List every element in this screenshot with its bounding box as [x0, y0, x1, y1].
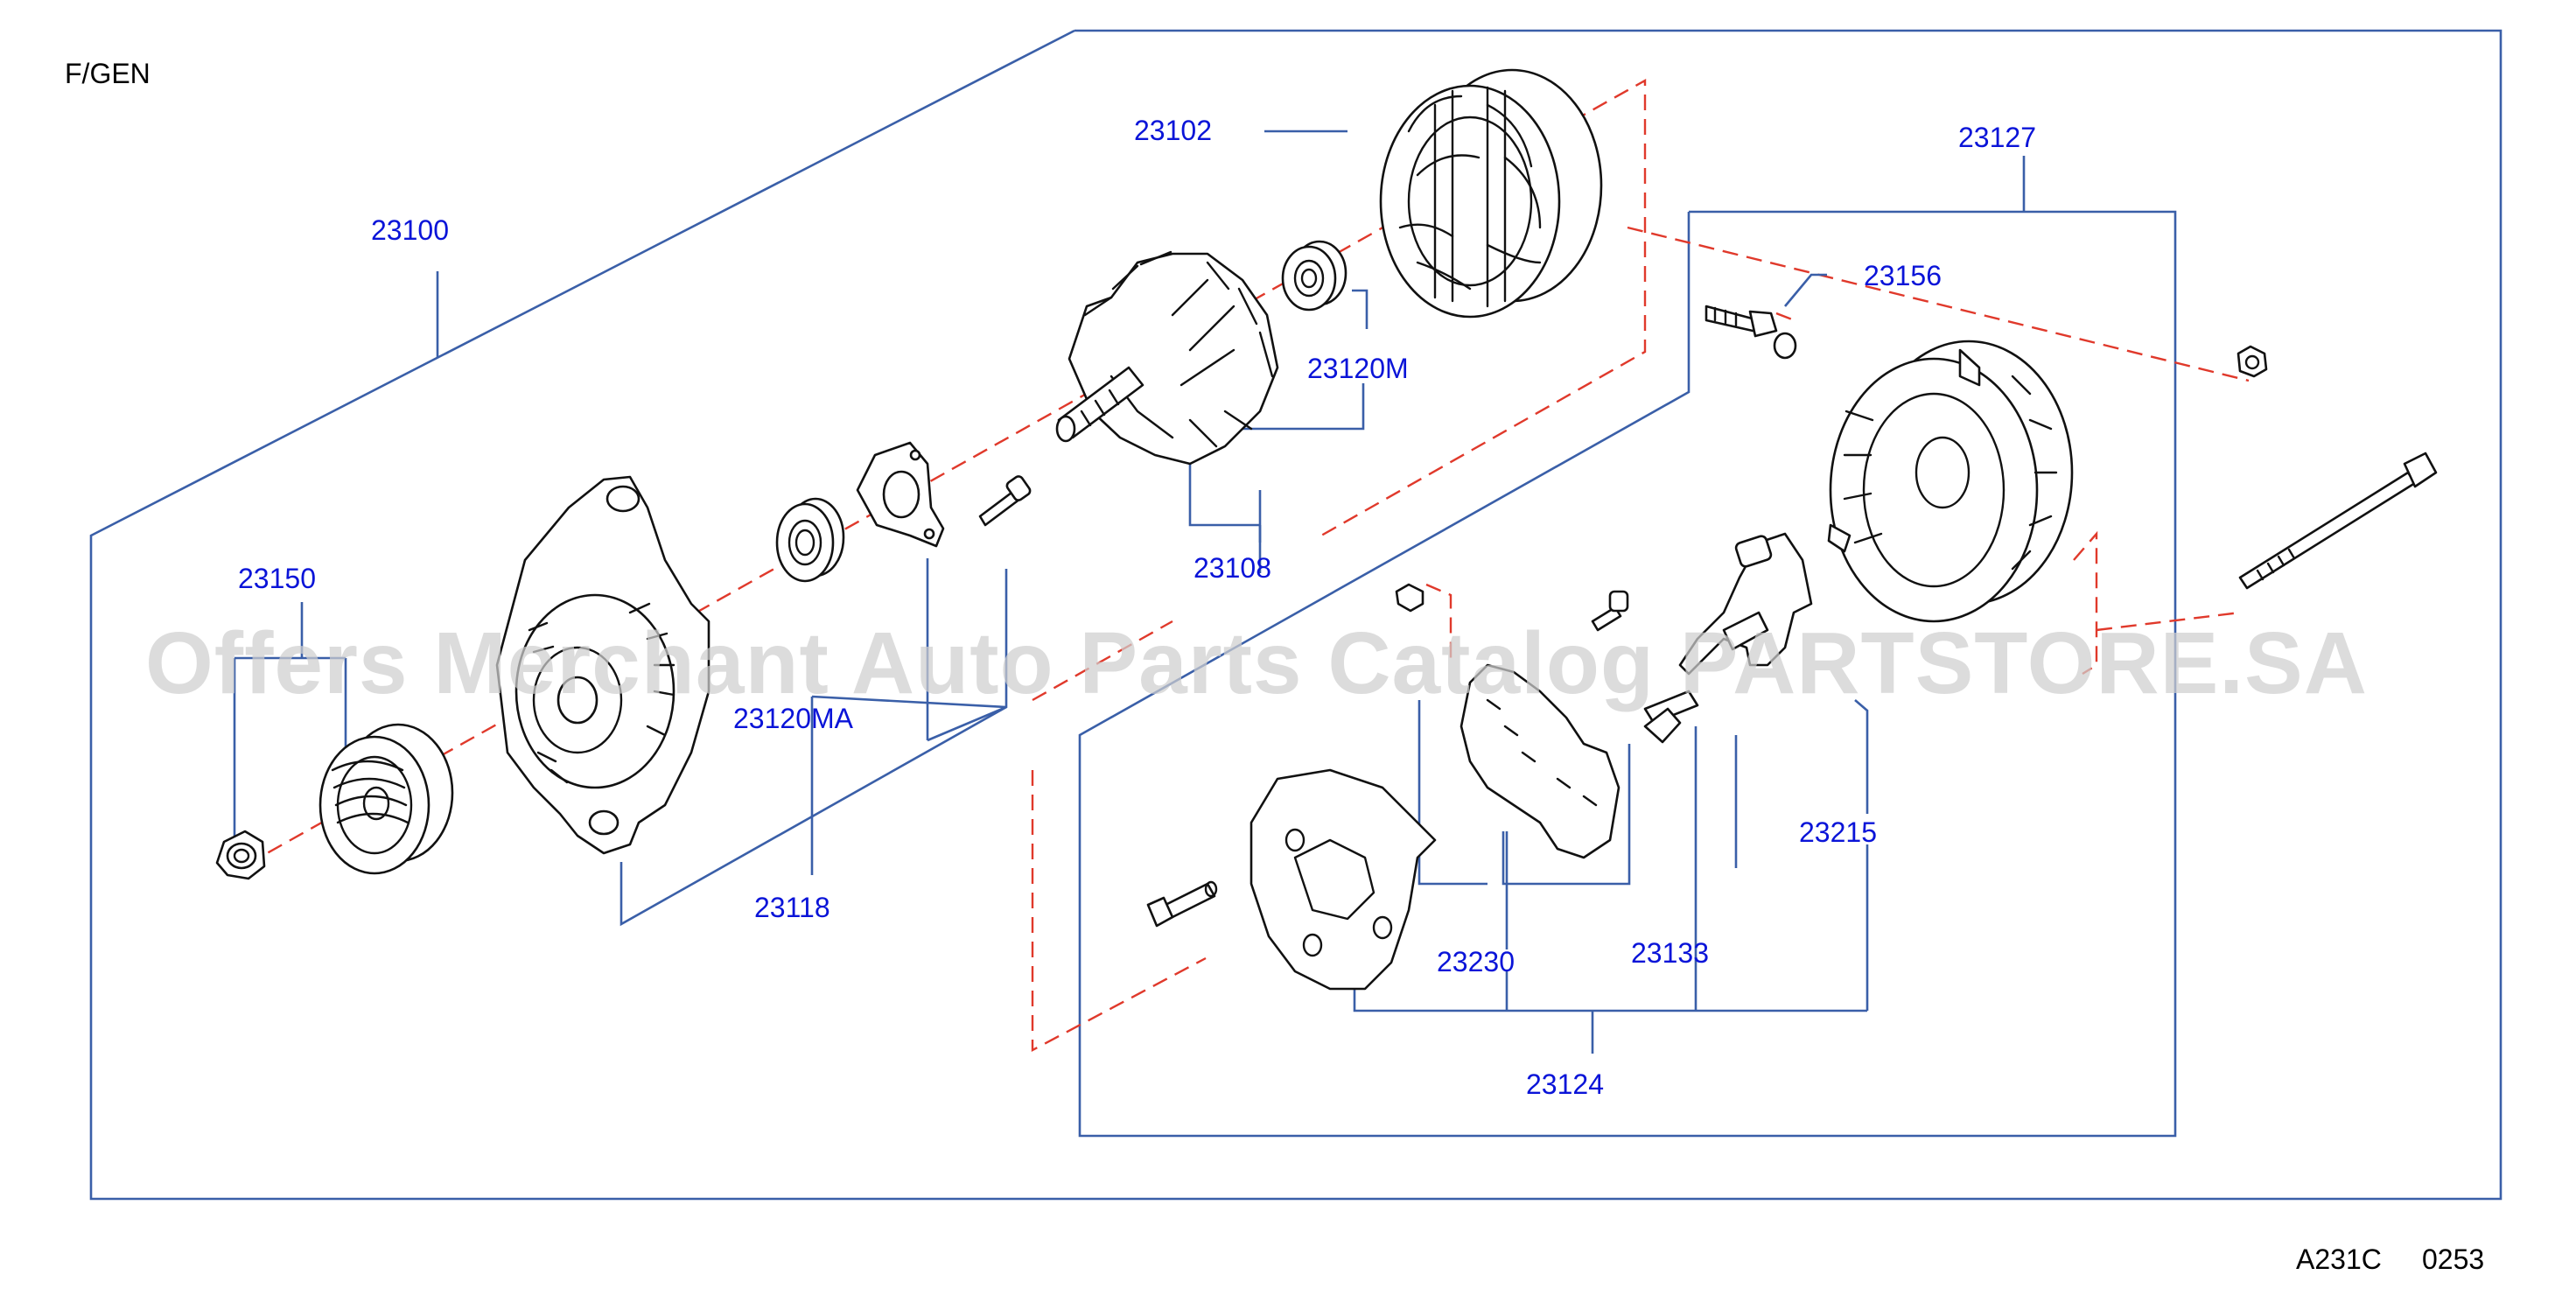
part-label-23127[interactable]: 23127	[1958, 122, 2036, 153]
brush-screw-drawing	[1591, 590, 1629, 632]
watermark-text: Offers Merchant Auto Parts Catalog PARTS…	[145, 614, 2368, 712]
diagram-code: A231C	[2296, 1243, 2382, 1275]
diagram-title: F/GEN	[65, 58, 150, 89]
brush-terminal-drawing	[1643, 611, 1769, 744]
brush-holder-drawing	[1643, 532, 1813, 725]
retainer-plate-drawing	[856, 441, 945, 548]
cover-nut-drawing	[2236, 345, 2268, 378]
part-label-23124[interactable]: 23124	[1526, 1068, 1604, 1100]
part-label-23133[interactable]: 23133	[1631, 937, 1709, 969]
retainer-screw-drawing	[978, 475, 1032, 527]
rear-cover-drawing	[1827, 340, 2074, 623]
rear-bearing-drawing	[1281, 240, 1348, 312]
part-label-23230[interactable]: 23230	[1437, 946, 1515, 977]
part-label-23120M[interactable]: 23120M	[1307, 353, 1409, 384]
assembly-axis-lines	[246, 78, 2250, 1052]
part-label-23108[interactable]: 23108	[1194, 552, 1271, 584]
brush-small-nut-drawing	[1395, 583, 1424, 613]
rear-cover-frame	[1078, 210, 2177, 1138]
diagram-page-number: 0253	[2422, 1243, 2484, 1275]
part-label-23215[interactable]: 23215	[1799, 816, 1877, 848]
alternator-assembly-frame	[89, 29, 2502, 1201]
part-label-23118[interactable]: 23118	[754, 892, 830, 923]
front-housing-drawing	[495, 475, 710, 855]
part-label-23156[interactable]: 23156	[1864, 260, 1942, 291]
through-bolt-drawing	[2238, 452, 2438, 590]
rectifier-plate-drawing	[1250, 768, 1437, 991]
pulley-nut-drawing	[215, 830, 266, 880]
part-label-23100[interactable]: 23100	[371, 214, 449, 246]
part-label-23102[interactable]: 23102	[1134, 115, 1212, 146]
stator-drawing	[1379, 68, 1603, 319]
pulley-drawing	[318, 723, 454, 875]
leader-lines	[233, 130, 2026, 1054]
terminal-bolt-drawing	[1704, 305, 1797, 360]
part-label-23150[interactable]: 23150	[238, 563, 316, 594]
front-bearing-drawing	[775, 497, 845, 583]
rectifier-bolt-drawing	[1146, 880, 1218, 928]
part-label-23120MA[interactable]: 23120MA	[733, 703, 854, 734]
regulator-plate-drawing	[1460, 663, 1620, 859]
rotor-drawing	[1055, 250, 1279, 466]
